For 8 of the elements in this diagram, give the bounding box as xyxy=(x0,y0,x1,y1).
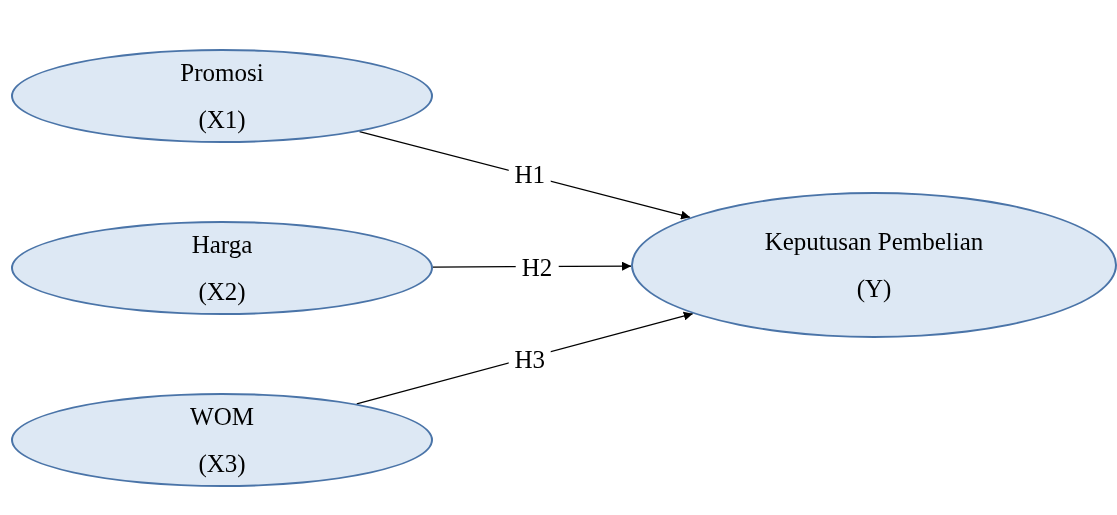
variable-label: WOM xyxy=(190,404,254,429)
variable-label: (X3) xyxy=(198,451,246,476)
variable-label: (X1) xyxy=(198,107,246,132)
variable-label: Keputusan Pembelian xyxy=(764,229,984,254)
variable-label: (X2) xyxy=(198,279,246,304)
variable-label: Harga xyxy=(191,232,253,257)
variable-label: (Y) xyxy=(856,276,892,301)
variable-label: Promosi xyxy=(180,60,264,85)
